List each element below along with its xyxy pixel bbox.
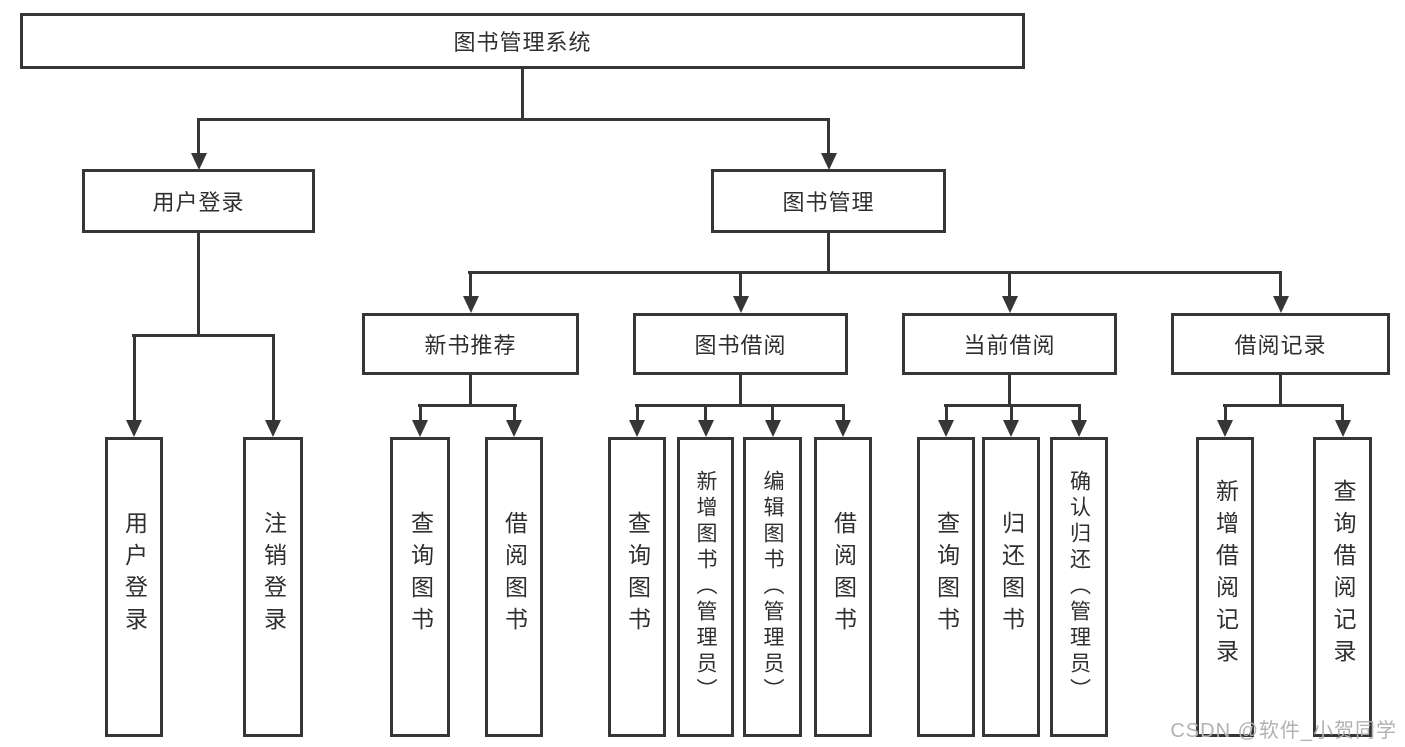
borrow-record-split-arrowhead (1217, 420, 1233, 437)
node-borrow-record-label: 借阅记录 (1234, 333, 1327, 358)
book-mgmt-split-arrow-shaft (739, 271, 742, 297)
book-mgmt-split-arrowhead (1272, 296, 1289, 313)
book-mgmt-split-arrow-shaft (1279, 271, 1282, 297)
borrow-record-split-arrowhead (1334, 420, 1351, 437)
current-borrow-split-arrow-shaft (1009, 404, 1013, 421)
node-book-management-label: 图书管理 (782, 190, 875, 215)
book-borrow-split-arrowhead (764, 420, 781, 437)
node-user-login-label: 用户登录 (152, 190, 245, 215)
leaf-return-book-label: 归还图书 (998, 511, 1025, 639)
node-book-borrow-label: 图书借阅 (694, 333, 787, 358)
current-borrow-split-vline (1008, 375, 1011, 407)
book-borrow-split-arrow-shaft (635, 404, 639, 421)
leaf-query-book-current: 查询图书 (917, 437, 975, 737)
new-book-rec-split-hline (418, 404, 517, 407)
leaf-query-borrow-record-label: 查询借阅记录 (1330, 479, 1356, 671)
leaf-query-book-borrow: 查询图书 (608, 437, 666, 737)
book-borrow-split-arrowhead (697, 420, 714, 437)
borrow-record-split-arrow-shaft (1223, 404, 1227, 421)
leaf-borrow-book-label: 借阅图书 (830, 511, 857, 639)
book-mgmt-split-arrowhead (732, 296, 749, 313)
leaf-borrow-book: 借阅图书 (814, 437, 872, 737)
leaf-confirm-return-admin-label: 确认归还（管理员） (1067, 470, 1091, 704)
leaf-query-book-borrow-label: 查询图书 (624, 511, 651, 639)
leaf-edit-book-admin: 编辑图书（管理员） (743, 437, 802, 737)
user-login-split-arrow-shaft (132, 334, 136, 421)
leaf-query-book-current-label: 查询图书 (933, 511, 960, 639)
leaf-add-book-admin-label: 新增图书（管理员） (694, 470, 717, 704)
node-current-borrow-label: 当前借阅 (963, 333, 1056, 358)
borrow-record-split-arrow-shaft (1341, 404, 1344, 421)
root-stem-arrow-shaft (827, 118, 830, 154)
root-stem-arrow-shaft (197, 118, 200, 154)
current-borrow-split-arrowhead (1071, 420, 1087, 437)
leaf-query-book-recommend: 查询图书 (390, 437, 450, 737)
book-borrow-split-arrow-shaft (841, 404, 845, 421)
user-login-split-arrow-shaft (271, 334, 275, 421)
borrow-record-split-vline (1279, 375, 1282, 407)
user-login-split-arrowhead (126, 420, 142, 437)
book-mgmt-split-arrowhead (462, 296, 479, 313)
new-book-rec-split-arrowhead (506, 420, 522, 437)
node-root: 图书管理系统 (20, 13, 1025, 69)
book-mgmt-split-vline (827, 233, 830, 274)
leaf-logout-label: 注销登录 (260, 511, 287, 639)
new-book-rec-split-arrow-shaft (512, 404, 516, 421)
leaf-return-book: 归还图书 (982, 437, 1040, 737)
root-stem-hline (197, 118, 830, 121)
user-login-split-vline (197, 233, 200, 337)
leaf-user-login: 用户登录 (105, 437, 163, 737)
leaf-query-borrow-record: 查询借阅记录 (1313, 437, 1372, 737)
leaf-edit-book-admin-label: 编辑图书（管理员） (761, 470, 784, 704)
root-stem-vline (521, 69, 524, 120)
leaf-borrow-book-recommend: 借阅图书 (485, 437, 543, 737)
new-book-rec-split-vline (469, 375, 472, 407)
node-book-borrow: 图书借阅 (633, 313, 848, 375)
current-borrow-split-arrow-shaft (944, 404, 948, 421)
node-root-label: 图书管理系统 (453, 30, 592, 55)
node-current-borrow: 当前借阅 (902, 313, 1117, 375)
new-book-rec-split-arrowhead (412, 420, 428, 437)
leaf-query-book-recommend-label: 查询图书 (407, 511, 434, 639)
book-borrow-split-arrowhead (629, 420, 645, 437)
leaf-user-login-label: 用户登录 (121, 511, 148, 639)
user-login-split-hline (132, 334, 275, 337)
book-mgmt-split-arrowhead (1001, 296, 1018, 313)
book-mgmt-split-arrow-shaft (469, 271, 472, 297)
book-mgmt-split-arrow-shaft (1008, 271, 1011, 297)
leaf-add-borrow-record: 新增借阅记录 (1196, 437, 1254, 737)
current-borrow-split-arrowhead (938, 420, 954, 437)
current-borrow-split-arrow-shaft (1077, 404, 1081, 421)
book-borrow-split-hline (635, 404, 845, 407)
user-login-split-arrowhead (265, 420, 281, 437)
node-borrow-record: 借阅记录 (1171, 313, 1390, 375)
book-borrow-split-vline (739, 375, 742, 407)
leaf-borrow-book-recommend-label: 借阅图书 (501, 511, 528, 639)
current-borrow-split-hline (944, 404, 1081, 407)
current-borrow-split-arrowhead (1003, 420, 1019, 437)
node-new-book-recommend: 新书推荐 (362, 313, 579, 375)
leaf-confirm-return-admin: 确认归还（管理员） (1050, 437, 1108, 737)
leaf-add-borrow-record-label: 新增借阅记录 (1212, 479, 1239, 671)
book-borrow-split-arrow-shaft (771, 404, 774, 421)
watermark-text: CSDN @软件_小贺同学 (1170, 720, 1397, 742)
book-mgmt-split-hline (468, 271, 1282, 274)
root-stem-arrowhead (820, 153, 837, 170)
book-borrow-split-arrowhead (835, 420, 851, 437)
node-new-book-recommend-label: 新书推荐 (424, 333, 517, 358)
node-user-login: 用户登录 (82, 169, 315, 233)
leaf-add-book-admin: 新增图书（管理员） (677, 437, 734, 737)
node-book-management: 图书管理 (711, 169, 946, 233)
leaf-logout: 注销登录 (243, 437, 303, 737)
root-stem-arrowhead (190, 153, 207, 170)
book-borrow-split-arrow-shaft (704, 404, 707, 421)
borrow-record-split-hline (1223, 404, 1344, 407)
new-book-rec-split-arrow-shaft (418, 404, 422, 421)
